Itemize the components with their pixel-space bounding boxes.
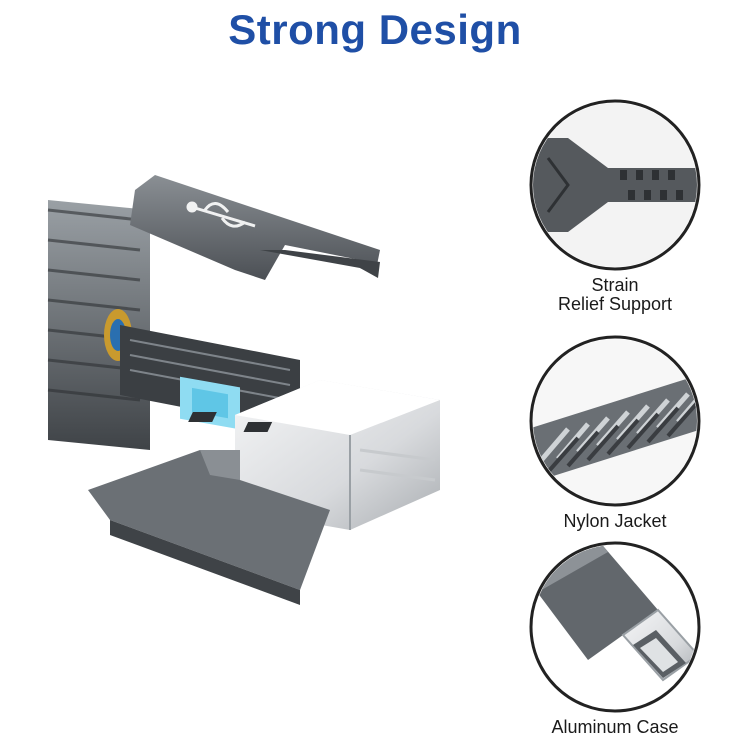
strain-relief-icon [529,99,701,271]
usb-connector-exploded-illustration [47,175,440,605]
feature-aluminum-case: Aluminum Case [515,540,715,737]
nylon-braid-icon [529,335,701,507]
feature-strain-relief: Strain Relief Support [515,98,715,314]
feature-label: Aluminum Case [515,718,715,737]
feature-label: Nylon Jacket [515,512,715,531]
feature-label-line: Strain [591,275,639,295]
page-title: Strong Design [228,6,522,53]
feature-label-line: Aluminum Case [551,717,679,737]
feature-nylon-jacket: Nylon Jacket [515,334,715,531]
feature-label-line: Relief Support [557,294,673,314]
feature-label-line: Nylon Jacket [563,511,667,531]
usb-c-connector-icon [529,541,701,713]
feature-label: Strain Relief Support [515,276,715,314]
